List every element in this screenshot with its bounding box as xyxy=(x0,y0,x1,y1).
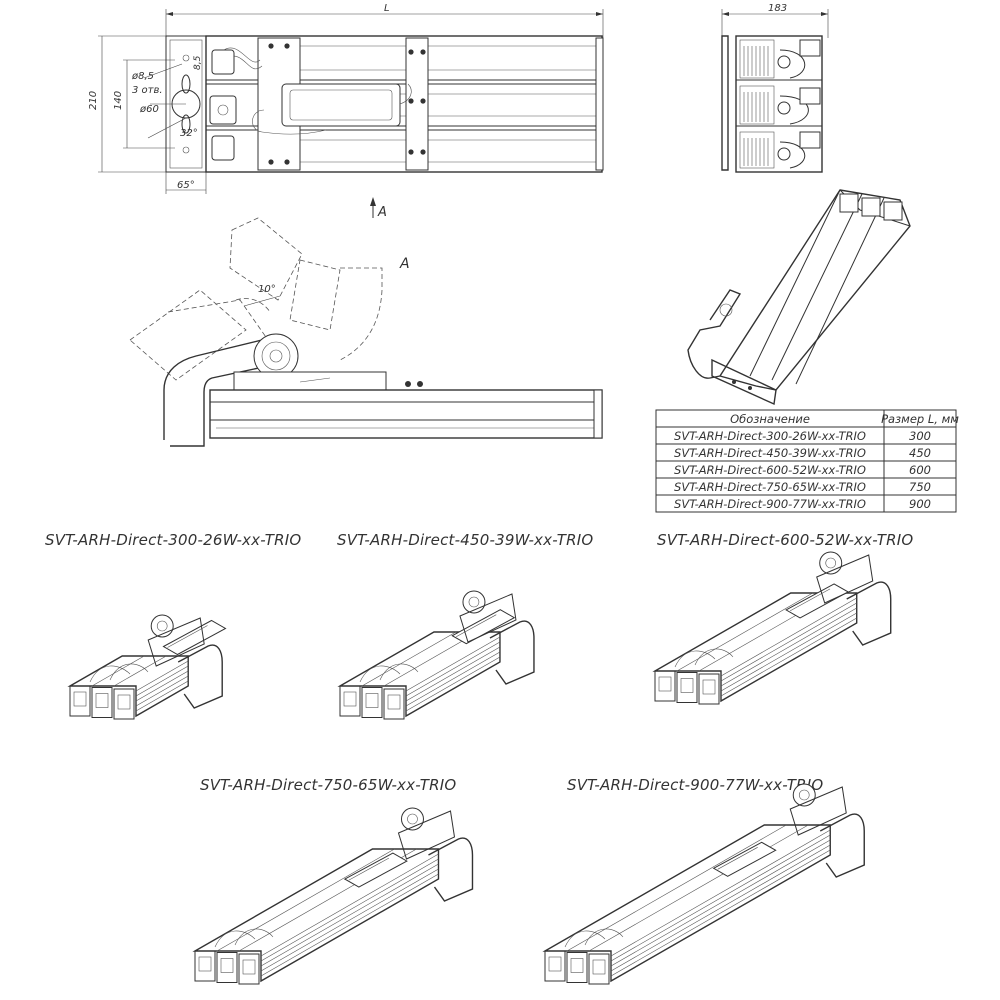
dim-offset-65: 65° xyxy=(177,180,195,191)
dim-circle-dia: ø60 xyxy=(139,104,159,115)
table-cell-size: 750 xyxy=(909,480,931,494)
iso-view: SVT-ARH-Direct-600-52W-xx-TRIO xyxy=(652,531,913,705)
dim-hole-count: 3 отв. xyxy=(132,85,163,96)
dim-height-total: 210 xyxy=(88,91,99,110)
iso-view: SVT-ARH-Direct-750-65W-xx-TRIO xyxy=(192,776,474,985)
dim-angle-32: 32° xyxy=(180,128,198,139)
dim-offset-top: 8,5 xyxy=(193,55,203,70)
dim-angle-10: 10° xyxy=(258,284,276,295)
dim-width-side: 183 xyxy=(768,3,787,14)
iso-view: SVT-ARH-Direct-450-39W-xx-TRIO xyxy=(337,531,593,720)
dim-height-inner: 140 xyxy=(113,91,124,110)
iso-views: SVT-ARH-Direct-300-26W-xx-TRIO SVT-ARH-Di… xyxy=(45,531,913,985)
dim-length: L xyxy=(384,3,390,14)
size-table xyxy=(655,409,957,513)
table-cell-designation: SVT-ARH-Direct-750-65W-xx-TRIO xyxy=(674,480,866,494)
iso-view-title: SVT-ARH-Direct-600-52W-xx-TRIO xyxy=(657,531,913,549)
table-header: Размер L, мм xyxy=(881,412,959,426)
table-cell-designation: SVT-ARH-Direct-450-39W-xx-TRIO xyxy=(674,446,866,460)
view-arrow: A xyxy=(370,197,387,220)
iso-view-title: SVT-ARH-Direct-750-65W-xx-TRIO xyxy=(200,776,456,794)
view-a: A 10° xyxy=(129,217,603,447)
iso-detail xyxy=(687,189,911,406)
table-cell-designation: SVT-ARH-Direct-600-52W-xx-TRIO xyxy=(674,463,866,477)
iso-view-title: SVT-ARH-Direct-900-77W-xx-TRIO xyxy=(567,776,823,794)
table-cell-size: 600 xyxy=(909,463,931,477)
view-arrow-label: A xyxy=(377,205,387,220)
table-header: Обозначение xyxy=(730,412,810,426)
table-cell-size: 450 xyxy=(909,446,931,460)
top-view: L 210 140 ø8,5 3 отв. ø60 8,5 32° 65° xyxy=(88,3,604,194)
view-a-label: A xyxy=(399,256,410,272)
iso-view: SVT-ARH-Direct-900-77W-xx-TRIO xyxy=(542,776,865,985)
iso-view-title: SVT-ARH-Direct-300-26W-xx-TRIO xyxy=(45,531,301,549)
size-table-text: Обозначение Размер L, мм SVT-ARH-Direct-30… xyxy=(674,412,959,511)
table-cell-size: 900 xyxy=(909,497,931,511)
table-cell-designation: SVT-ARH-Direct-300-26W-xx-TRIO xyxy=(674,429,866,443)
dim-hole-dia: ø8,5 xyxy=(131,71,154,82)
end-view: 183 xyxy=(721,3,829,173)
iso-view-title: SVT-ARH-Direct-450-39W-xx-TRIO xyxy=(337,531,593,549)
iso-view: SVT-ARH-Direct-300-26W-xx-TRIO xyxy=(45,531,301,720)
table-cell-designation: SVT-ARH-Direct-900-77W-xx-TRIO xyxy=(674,497,866,511)
table-cell-size: 300 xyxy=(909,429,931,443)
